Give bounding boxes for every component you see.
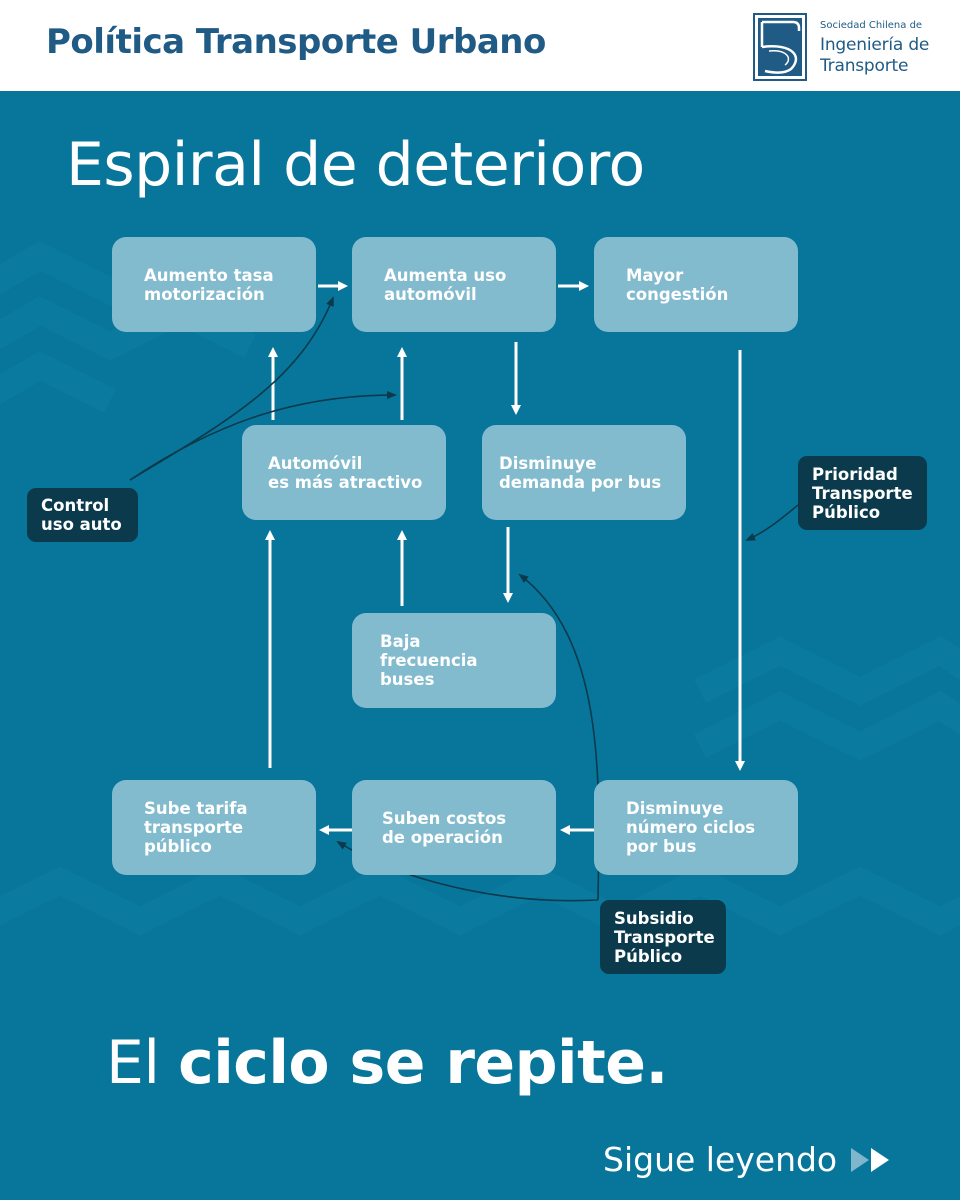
node-disminuye-numero-ciclos-por-bus: Disminuye número ciclos por bus — [594, 780, 798, 875]
node-disminuye-demanda-por-bus: Disminuye demanda por bus — [482, 425, 686, 520]
node-label: Disminuye demanda por bus — [499, 453, 662, 492]
intervention-label: Prioridad Transporte Público — [812, 464, 913, 522]
footer-statement: El ciclo se repite. — [106, 1028, 668, 1098]
intervention-prioridad-transporte-publico: Prioridad Transporte Público — [798, 456, 927, 530]
node-automovil-mas-atractivo: Automóvil es más atractivo — [242, 425, 446, 520]
node-label: Disminuye número ciclos por bus — [626, 799, 756, 856]
sochitran-logo-icon — [753, 13, 807, 81]
header-title: Política Transporte Urbano — [46, 22, 546, 62]
double-play-icon — [851, 1147, 890, 1172]
intervention-label: Subsidio Transporte Público — [614, 908, 715, 966]
node-label: Mayor congestión — [626, 265, 729, 304]
intervention-label: Control uso auto — [41, 496, 122, 534]
sigue-leyendo-label: Sigue leyendo — [603, 1140, 838, 1179]
node-aumento-tasa-motorizacion: Aumento tasa motorización — [112, 237, 316, 332]
sigue-leyendo-link[interactable]: Sigue leyendo — [603, 1140, 897, 1179]
node-baja-frecuencia-buses: Baja frecuencia buses — [352, 613, 556, 708]
node-label: Automóvil es más atractivo — [268, 453, 423, 492]
header-bar: Política Transporte Urbano Sociedad Chil… — [0, 0, 960, 91]
node-label: Aumenta uso automóvil — [384, 265, 507, 304]
node-aumenta-uso-automovil: Aumenta uso automóvil — [352, 237, 556, 332]
node-sube-tarifa-transporte-publico: Sube tarifa transporte público — [112, 780, 316, 875]
logo: Sociedad Chilena de Ingeniería de Transp… — [753, 13, 953, 81]
logo-text-small: Sociedad Chilena de — [820, 20, 923, 31]
node-label: Sube tarifa transporte público — [144, 799, 248, 856]
node-label: Baja frecuencia buses — [380, 632, 478, 689]
footer-bold: ciclo se repite. — [178, 1028, 668, 1098]
footer-prefix: El — [106, 1028, 179, 1098]
main-title: Espiral de deterioro — [66, 130, 645, 200]
logo-text-line2: Transporte — [820, 56, 909, 76]
node-mayor-congestion: Mayor congestión — [594, 237, 798, 332]
node-suben-costos-operacion: Suben costos de operación — [352, 780, 556, 875]
intervention-control-uso-auto: Control uso auto — [27, 488, 138, 542]
intervention-subsidio-transporte-publico: Subsidio Transporte Público — [600, 900, 726, 974]
node-label: Suben costos de operación — [382, 808, 507, 847]
logo-text-line1: Ingeniería de — [820, 35, 930, 55]
node-label: Aumento tasa motorización — [144, 265, 274, 304]
